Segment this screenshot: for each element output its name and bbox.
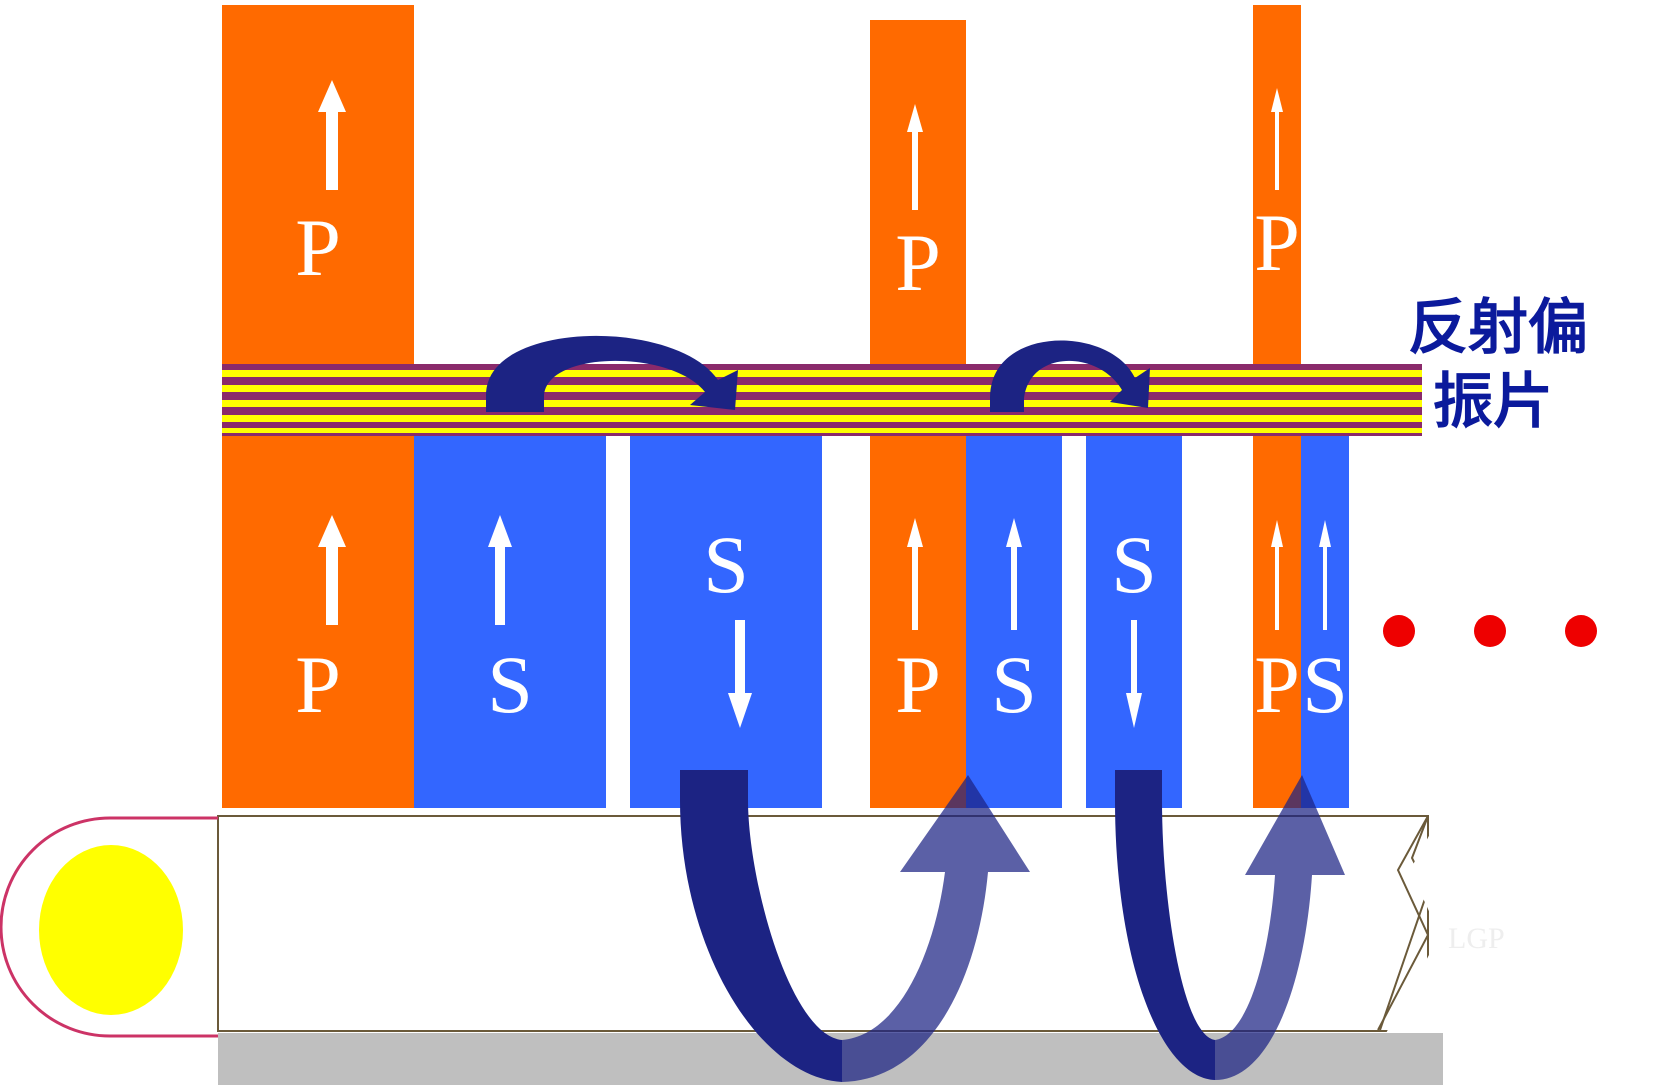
s-label: S [991, 639, 1037, 730]
arrow-icon [488, 515, 512, 625]
arrow-icon [1126, 620, 1142, 728]
p-label: P [1254, 639, 1300, 730]
s-bar-down-1 [630, 435, 822, 808]
light-guide-plate: LGP [217, 815, 1505, 1035]
ellipsis-dots-icon [1383, 615, 1597, 647]
arrow-icon [907, 104, 923, 210]
arrow-icon [1271, 520, 1283, 630]
s-label: S [1111, 519, 1157, 610]
s-label: S [703, 519, 749, 610]
polarization-labels: P P S S P P S S P P S [295, 197, 1348, 730]
p-label: P [295, 202, 341, 293]
p-label: P [1254, 197, 1300, 288]
reflective-polarizer-film [222, 364, 1422, 436]
recycling-arrows [680, 770, 1345, 1082]
lamp-assembly [0, 816, 218, 1038]
s-label: S [1302, 639, 1348, 730]
reflection-arrows [486, 335, 1150, 412]
curved-arrow-icon [990, 340, 1150, 412]
curved-arrow-icon [486, 335, 738, 412]
arrow-icon [728, 620, 752, 728]
p-label: P [895, 639, 941, 730]
arrow-icon [318, 80, 346, 190]
arrow-icon [318, 515, 346, 625]
arrow-icon [1271, 88, 1283, 190]
arrow-icon [1319, 520, 1331, 630]
curved-arrow-icon-down-1 [680, 770, 842, 1082]
polarizer-label-line-2: 振片 [1433, 367, 1553, 437]
arrow-icon [1006, 518, 1022, 630]
p-label: P [295, 639, 341, 730]
s-bar-up-1 [414, 435, 606, 808]
polarizer-label: 反射偏 振片 [1408, 293, 1588, 437]
lgp-body [217, 815, 1429, 1032]
lamp-icon [39, 845, 183, 1015]
arrow-icon [907, 518, 923, 630]
p-label: P [895, 217, 941, 308]
polarization-arrows [318, 80, 1331, 728]
lamp-reflector [0, 816, 218, 1038]
s-label: S [487, 639, 533, 730]
curved-arrow-icon-up-1 [842, 775, 1030, 1082]
curved-arrow-icon-down-2 [1115, 770, 1215, 1080]
lgp-label: LGP [1448, 922, 1505, 955]
curved-arrow-icon-up-2 [1215, 775, 1345, 1080]
polarizer-label-line-1: 反射偏 [1408, 293, 1588, 363]
